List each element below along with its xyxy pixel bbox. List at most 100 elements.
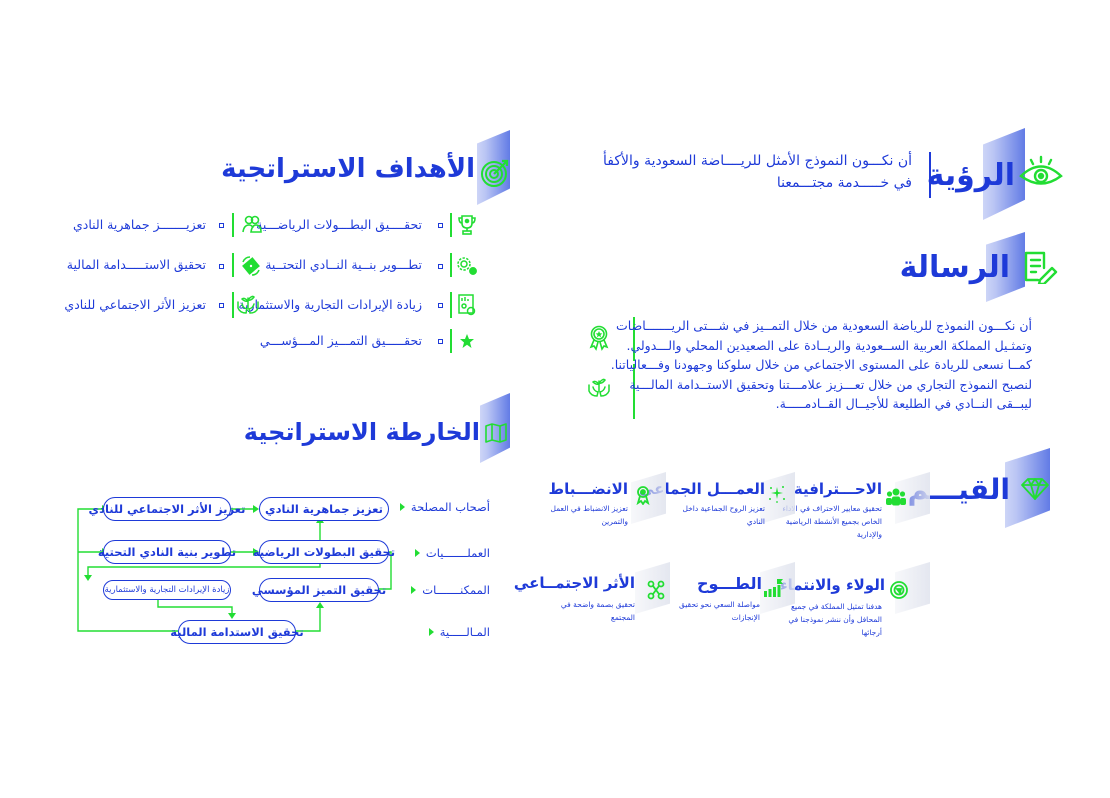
value-desc-line: الإنجازات (731, 613, 760, 622)
vision-line: في خـــــدمة مجتـــمعنا (776, 175, 912, 191)
bullet-icon (438, 223, 443, 228)
goal-divider (232, 253, 234, 277)
value-title: الولاء والانتماء (780, 576, 885, 594)
map-node-excellence: تحقيق التميز المؤسسي (252, 578, 386, 602)
goal-item-text: تعزيز الأثر الاجتماعي للنادي (64, 297, 206, 312)
value-desc-line: مواصلة السعي نحو تحقيق (679, 600, 760, 609)
value-desc-line: تعزيز الروح الجماعية داخل (682, 504, 765, 513)
hands-plant-icon (236, 292, 260, 316)
value-desc: تحقيق معايير الاحتراف في الاداء الخاص بج… (782, 502, 882, 541)
map-node-social-impact: تعزيز الأثر الاجتماعي للنادي (89, 497, 245, 521)
goal-item-text: تعزيـــــــز جماهرية النادي (72, 217, 206, 232)
value-title: الاحـــترافية (793, 480, 882, 498)
value-desc-line: تحقيق بصمة واضحة في (560, 600, 635, 609)
lane-label: الممكنـــــــات (411, 583, 490, 597)
vision-divider (929, 152, 931, 198)
value-title: الطـــوح (696, 574, 762, 593)
triangle-icon (414, 549, 420, 557)
arrowhead (84, 575, 92, 581)
value-desc: تعزيز الروح الجماعية داخل النادي (682, 502, 765, 528)
mission-divider (633, 364, 635, 419)
award-medal-icon (588, 325, 610, 351)
value-desc-line: المحافل وأن ننشر نموذجنا في (788, 615, 882, 624)
goal-divider (450, 253, 452, 277)
value-desc-line: الخاص بجميع الأنشطة الرياضية (785, 517, 882, 526)
star-icon (459, 333, 475, 349)
value-desc-line: النادي (746, 517, 765, 526)
value-desc: مواصلة السعي نحو تحقيق الإنجازات (679, 598, 760, 624)
vision-line: أن نكـــون النموذج الأمثل للريــــاضة ال… (603, 153, 912, 169)
lane-label-text: العملـــــــيات (425, 546, 490, 560)
gears-icon (455, 255, 479, 277)
handshake-icon (240, 214, 264, 236)
value-desc-line: والإدارية (856, 530, 882, 539)
map-node-infrastructure: تطوير بنية النادي التحتية (98, 540, 236, 564)
value-desc-line: أرجائها (861, 628, 882, 637)
goal-divider (450, 329, 452, 353)
value-desc-line: تعزيز الانضباط في العمل (550, 504, 629, 513)
hands-plant-icon (587, 375, 611, 399)
goal-item-text: تحقيق الاستـــــدامة المالية (66, 257, 206, 272)
strategy-map-title: الخارطة الاستراتجية (243, 418, 480, 446)
map-node-fan-base: تعزيز جماهرية النادي (259, 497, 389, 521)
value-desc-line: المجتمع (610, 613, 635, 622)
arrowhead (228, 613, 236, 619)
team-icon (885, 488, 907, 506)
triangle-icon (411, 586, 417, 594)
triangle-icon (399, 503, 405, 511)
vision-text: أن نكـــون النموذج الأمثل للريــــاضة ال… (603, 150, 912, 194)
bullet-icon (219, 264, 224, 269)
bullet-icon (438, 339, 443, 344)
lane-label-text: أصحاب المصلحة (410, 500, 490, 514)
lane-label: العملـــــــيات (414, 546, 490, 560)
edit-document-icon (1022, 250, 1058, 284)
map-node-championships: تحقيق البطولات الرياضية (253, 540, 395, 564)
lane-label-text: المـالـــــية (439, 625, 490, 639)
lane-label: المـالـــــية (428, 625, 490, 639)
goal-item-text: زيادة الإيرادات التجارية والاستثمارية (238, 297, 422, 312)
map-node-revenue: زيادة الإيرادات التجارية والاستثمارية (103, 580, 231, 600)
value-desc: تحقيق بصمة واضحة في المجتمع (561, 598, 635, 624)
bullet-icon (219, 223, 224, 228)
mission-line: لنصبح النموذج التجاري من خلال تعـــزيز ع… (629, 376, 1032, 392)
goal-divider (450, 292, 452, 318)
value-ribbon (895, 562, 930, 614)
report-chart-icon (457, 293, 477, 317)
bullet-icon (219, 303, 224, 308)
connector (77, 508, 178, 632)
diamond-icon (1020, 477, 1050, 501)
arrowhead (253, 505, 259, 513)
loyalty-icon (889, 580, 909, 600)
bullet-icon (438, 264, 443, 269)
trophy-icon (457, 214, 477, 236)
goal-item-text: تحقـــــيق التمـــيز المـــؤســـي (259, 333, 422, 348)
goal-item-text: تحقــــيق البطـــولات الرياضـــية (256, 217, 422, 232)
value-title: الأثر الاجتمــاعي (513, 574, 635, 592)
mission-line: كمــا نسعى للريادة على المستوى الاجتماعي… (610, 357, 1032, 372)
mission-line: أن نكـــون النموذج للرياضة السعودية من خ… (616, 318, 1032, 333)
badge-icon (636, 485, 650, 505)
value-desc-line: هدفنا تمثيل المملكة في جميع (791, 602, 882, 611)
money-cycle-icon (240, 254, 262, 278)
goal-item-text: تطـــوير بنــية النــادي التحتــية (265, 257, 422, 272)
value-title: الانضـــباط (548, 480, 628, 498)
growth-flag-icon (763, 578, 783, 598)
value-title: العمـــل الجماعي (639, 480, 765, 498)
lane-label: أصحاب المصلحة (399, 500, 490, 514)
eye-icon (1018, 155, 1064, 189)
goal-divider (232, 292, 234, 318)
lane-label-text: الممكنـــــــات (422, 583, 490, 597)
value-ribbon (635, 562, 670, 614)
value-desc-line: والتمرين (601, 517, 628, 526)
arrowhead (316, 602, 324, 608)
arrowhead (253, 548, 259, 556)
mission-line: ليبــقى النــادي في الطليعة للأجيــال ال… (775, 396, 1032, 411)
value-desc: هدفنا تمثيل المملكة في جميع المحافل وأن … (788, 600, 882, 639)
bullet-icon (438, 303, 443, 308)
mission-title: الرسالة (899, 250, 1010, 285)
goals-title: الأهداف الاستراتجية (221, 154, 475, 184)
map-icon (484, 422, 508, 444)
triangle-icon (428, 628, 434, 636)
sparkles-icon (767, 484, 787, 504)
goal-divider (450, 213, 452, 237)
